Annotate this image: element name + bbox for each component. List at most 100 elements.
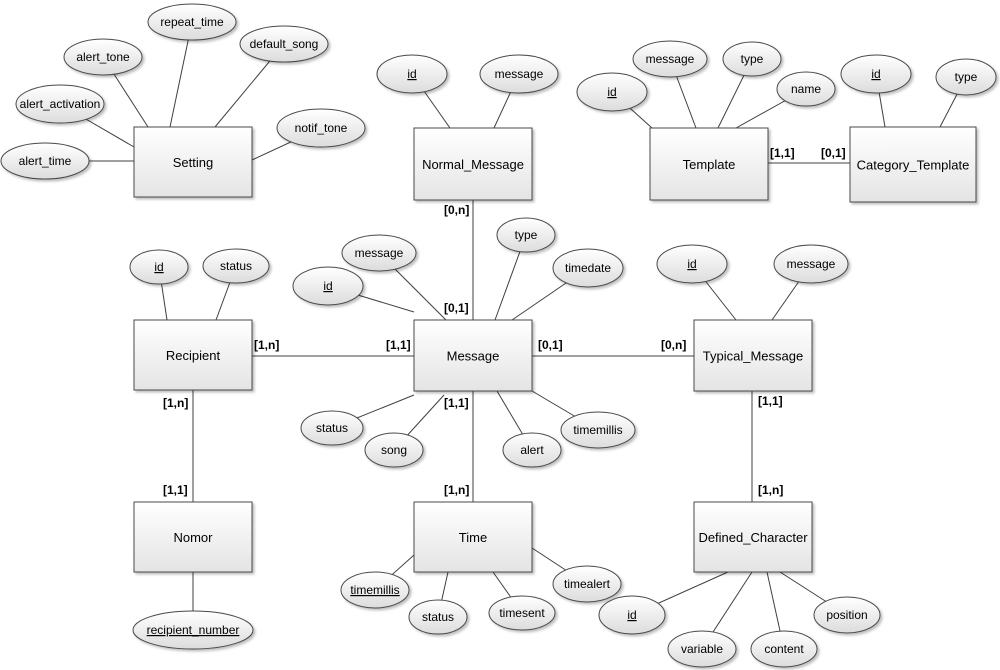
entity-label: Setting [173,155,213,170]
entity-box [413,319,533,392]
attribute-typical_id[interactable]: id [656,244,728,284]
attribute-time_status[interactable]: status [408,599,468,635]
attribute-label: status [422,610,454,624]
attribute-typical_message_attr[interactable]: message [773,244,849,284]
entity-defined-character[interactable]: Defined_Character [693,501,813,573]
attribute-ellipse [722,41,782,77]
attribute-label: position [826,608,867,622]
cardinality-recipient-message-from: [1,n] [254,338,279,352]
attribute-message_message[interactable]: message [341,234,417,272]
attribute-ellipse [132,610,254,650]
attribute-message_id[interactable]: id [292,266,364,306]
attribute-label: alert_time [19,154,72,168]
cardinality-normal-message-from: [0,n] [444,203,469,217]
attribute-ellipse [632,40,708,78]
cardinality-message-time-to: [1,n] [444,483,469,497]
attribute-ellipse [376,54,448,94]
attribute-defined_position[interactable]: position [813,596,881,634]
attribute-ellipse [300,410,364,446]
attribute-label: default_song [250,37,319,51]
key-attribute-label: id [627,608,636,622]
attribute-label: timealert [564,577,611,591]
entity-box [649,127,769,201]
entity-normal-message[interactable]: Normal_Message [413,127,533,201]
attribute-ellipse [129,249,189,285]
entity-recipient[interactable]: Recipient [133,319,253,391]
attribute-ellipse [552,248,624,288]
entity-category-template[interactable]: Category_Template [849,126,977,203]
attribute-message_status[interactable]: status [300,410,364,446]
attribute-label: timemillis [573,423,622,437]
key-attribute-label: id [154,260,163,274]
attribute-recipient_status[interactable]: status [202,248,270,284]
attribute-defined_variable[interactable]: variable [667,630,737,668]
attribute-time_timealert[interactable]: timealert [552,565,622,603]
attribute-template_name[interactable]: name [776,71,836,107]
key-attribute-label: id [687,257,696,271]
attribute-nomor_recipient_number[interactable]: recipient_number [132,610,254,650]
attribute-ellipse [488,595,556,631]
attribute-message_song[interactable]: song [364,432,424,468]
attribute-ellipse [202,248,270,284]
attribute-message_alert[interactable]: alert [502,432,562,468]
attribute-ellipse [773,244,849,284]
attribute-label: message [355,246,404,260]
key-attribute-label: timemillis [350,583,399,597]
attribute-setting_alert_activation[interactable]: alert_activation [15,84,105,124]
attribute-recipient_id[interactable]: id [129,249,189,285]
attribute-category_id[interactable]: id [840,54,912,94]
attribute-category_type[interactable]: type [935,58,997,96]
attribute-defined_id[interactable]: id [598,595,666,635]
attributes-layer: repeat_time alert_tone default_song alert_a… [0,3,997,668]
attribute-message_type[interactable]: type [496,217,556,253]
attribute-ellipse [502,432,562,468]
attribute-time_timemillis[interactable]: timemillis [340,571,410,609]
entity-label: Category_Template [857,158,970,173]
attribute-ellipse [776,71,836,107]
attribute-normal_message_attr[interactable]: message [479,54,559,94]
attribute-setting_default_song[interactable]: default_song [239,25,329,63]
attribute-label: repeat_time [160,15,224,29]
cardinality-typical-defined-from: [1,1] [758,394,783,408]
key-attribute-label: id [407,67,416,81]
entity-label: Defined_Character [698,530,808,545]
attribute-normal_id[interactable]: id [376,54,448,94]
attribute-label: message [646,52,695,66]
attribute-ellipse [408,599,468,635]
attribute-label: status [316,421,348,435]
attribute-template_id[interactable]: id [576,72,648,112]
entity-label: Recipient [166,348,221,363]
cardinality-message-time-from: [1,1] [444,396,469,410]
entity-message[interactable]: Message [413,319,533,392]
attribute-ellipse [656,244,728,284]
attribute-ellipse [276,108,366,148]
attribute-ellipse [63,38,143,76]
attribute-label: timedate [565,261,611,275]
attribute-ellipse [341,234,417,272]
attribute-label: timesent [499,606,545,620]
attribute-template_type[interactable]: type [722,41,782,77]
attribute-template_message[interactable]: message [632,40,708,78]
attribute-label: type [515,228,538,242]
attribute-time_timesent[interactable]: timesent [488,595,556,631]
attribute-message_timemillis[interactable]: timemillis [560,411,636,449]
entity-nomor[interactable]: Nomor [133,501,253,573]
key-attribute-label: id [871,67,880,81]
entity-template[interactable]: Template [649,127,769,201]
attribute-setting_alert_tone[interactable]: alert_tone [63,38,143,76]
attribute-ellipse [667,630,737,668]
entities-layer: Setting Normal_Message Template Category_Te… [133,126,977,573]
key-attribute-label: id [323,279,332,293]
entity-typical-message[interactable]: Typical_Message [693,319,813,392]
cardinality-labels: [0,n][0,1][1,1][0,1][1,n][1,1][0,1][0,n]… [163,146,846,497]
attribute-setting_notif_tone[interactable]: notif_tone [276,108,366,148]
entity-box [133,126,253,198]
attribute-defined_content[interactable]: content [750,630,818,668]
entity-setting[interactable]: Setting [133,126,253,198]
entity-box [413,501,533,573]
entity-time[interactable]: Time [413,501,533,573]
attribute-message_timedate[interactable]: timedate [552,248,624,288]
attribute-setting_repeat_time[interactable]: repeat_time [147,3,237,41]
attribute-setting_alert_time[interactable]: alert_time [0,142,90,180]
cardinality-normal-message-to: [0,1] [444,301,469,315]
